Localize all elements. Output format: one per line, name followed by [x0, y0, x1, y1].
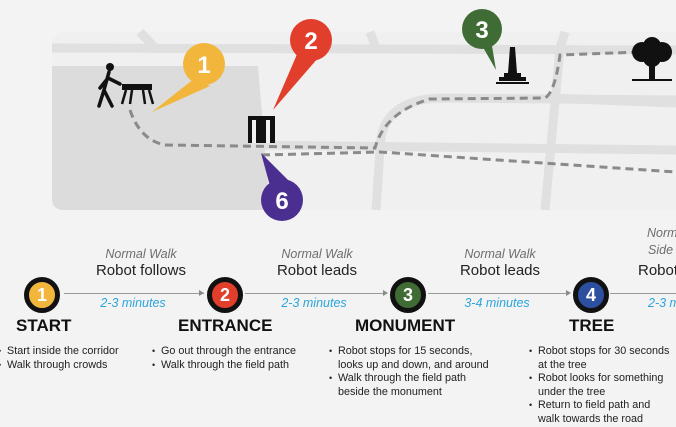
- bullet-continuation: walk towards the road: [538, 412, 644, 425]
- stop-4-bullets: Robot stops for 30 seconds at the tree R…: [529, 345, 676, 426]
- arrow-icon: [566, 290, 571, 296]
- segment-2-role: Robot leads: [276, 262, 358, 279]
- door-icon: [248, 116, 275, 143]
- stop-1-bullets: Start inside the corridor Walk through c…: [0, 345, 158, 372]
- segment-2-duration: 2-3 minutes: [281, 296, 347, 310]
- marker-3[interactable]: 3: [462, 9, 502, 70]
- bullet-continuation: looks up and down, and around: [338, 358, 489, 371]
- connector-3-4: [428, 293, 568, 294]
- arrow-icon: [383, 290, 388, 296]
- marker-3-number: 3: [475, 17, 488, 44]
- segment-3-role: Robot leads: [459, 262, 541, 279]
- bullet: Walk through the field path: [152, 359, 322, 373]
- marker-2[interactable]: 2: [273, 19, 332, 110]
- bullet: Return to field path and: [529, 399, 676, 413]
- stop-3-bullets: Robot stops for 15 seconds, looks up and…: [329, 345, 519, 399]
- bullet: Walk through the field path: [329, 372, 519, 386]
- stop-1-node[interactable]: 1: [24, 277, 60, 313]
- bullet: Robot stops for 15 seconds,: [329, 345, 519, 359]
- stop-4-node[interactable]: 4: [573, 277, 609, 313]
- stop-1-title: START: [16, 316, 72, 335]
- stop-4-title: TREE: [569, 316, 615, 335]
- bullet: Robot looks for something: [529, 372, 676, 386]
- connector-1-2: [64, 293, 204, 294]
- bullet: Walk through crowds: [0, 359, 158, 373]
- segment-4-duration: 2-3 m: [648, 296, 676, 310]
- connector-2-3: [245, 293, 385, 294]
- segment-2-mode: Normal Walk: [281, 247, 353, 261]
- person-walking-with-robot-dog-icon: [97, 63, 155, 108]
- corridor-building: [52, 66, 270, 210]
- segment-3-mode: Normal Walk: [464, 247, 536, 261]
- segment-1-mode: Normal Walk: [105, 247, 177, 261]
- marker-1-number: 1: [197, 52, 210, 79]
- bullet: Go out through the entrance: [152, 345, 322, 359]
- stop-3-title: MONUMENT: [355, 316, 456, 335]
- stop-2-title: ENTRANCE: [178, 316, 273, 335]
- arrow-icon: [199, 290, 204, 296]
- marker-2-number: 2: [304, 28, 317, 55]
- stop-2-node[interactable]: 2: [207, 277, 243, 313]
- segment-1-duration: 2-3 minutes: [100, 296, 166, 310]
- marker-1[interactable]: 1: [152, 43, 225, 112]
- bullet-continuation: under the tree: [538, 385, 606, 398]
- roads: [51, 28, 676, 211]
- connector-4-5: [610, 293, 676, 294]
- segment-4-mode-2: Side: [648, 243, 674, 257]
- walking-route: [128, 50, 676, 174]
- monument-icon: [496, 47, 529, 84]
- segment-3-duration: 3-4 minutes: [464, 296, 530, 310]
- stop-2-bullets: Go out through the entrance Walk through…: [152, 345, 322, 372]
- segment-4-mode: Norm: [647, 226, 676, 240]
- bullet: Start inside the corridor: [0, 345, 158, 359]
- route-map: 1 2 3 6: [51, 9, 676, 221]
- bullet: Robot stops for 30 seconds: [529, 345, 676, 359]
- segment-1-role: Robot follows: [95, 262, 187, 279]
- stop-3-node[interactable]: 3: [390, 277, 426, 313]
- marker-6-number: 6: [275, 188, 288, 215]
- segment-4-role: Robot: [638, 262, 676, 279]
- bullet-continuation: beside the monument: [338, 385, 442, 398]
- bullet-continuation: at the tree: [538, 358, 587, 371]
- marker-6[interactable]: 6: [261, 153, 303, 221]
- tree-icon: [632, 37, 672, 81]
